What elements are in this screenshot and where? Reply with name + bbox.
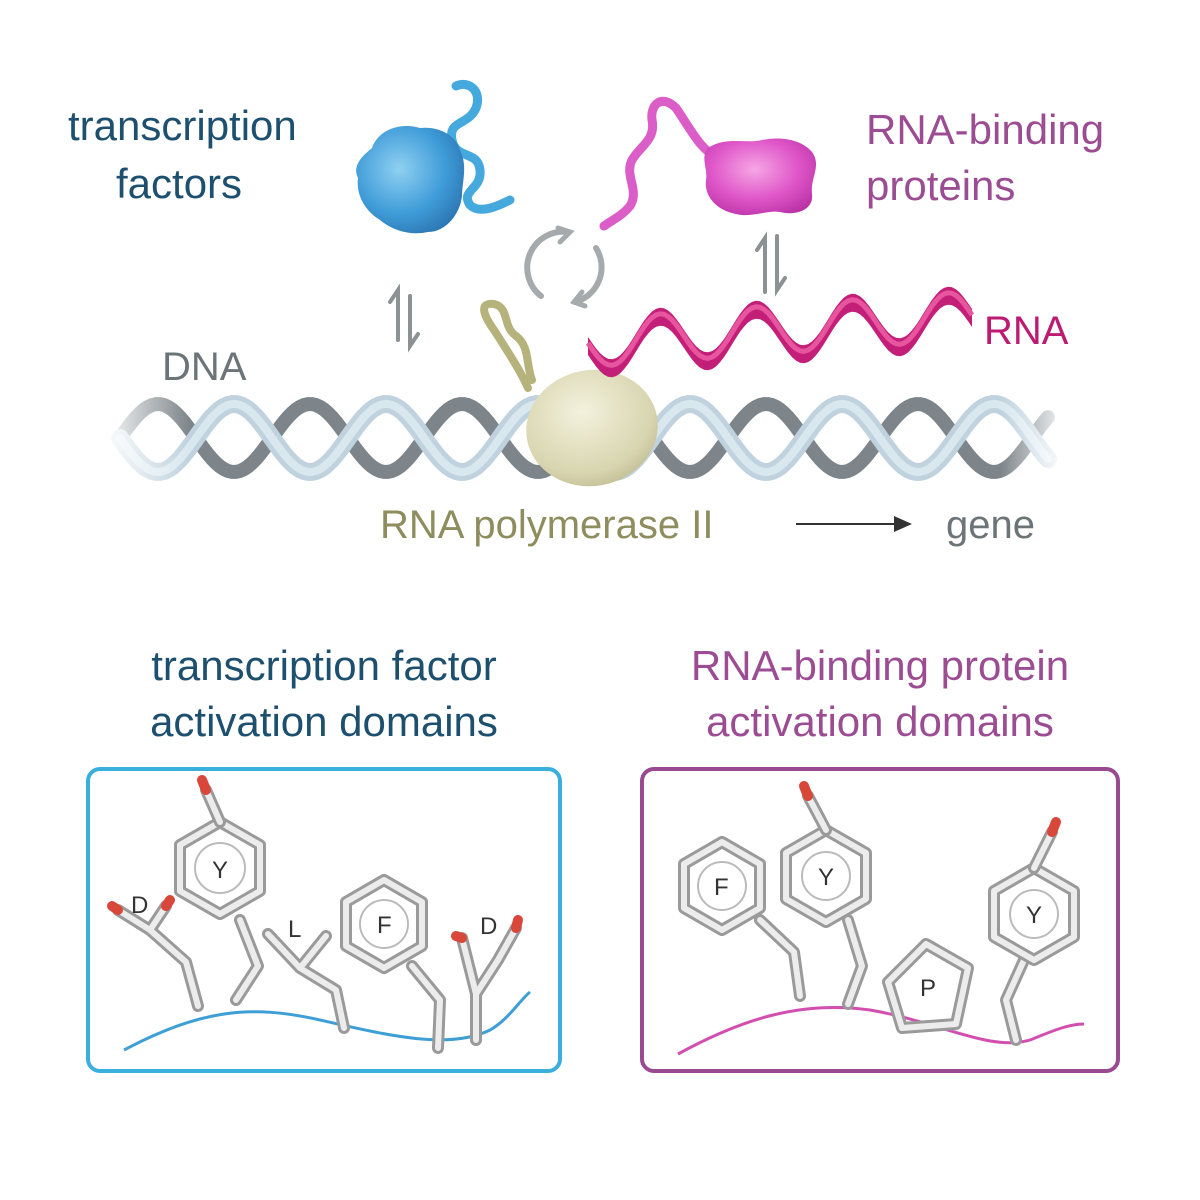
tf-activation-domain-box	[86, 767, 562, 1073]
rna-label: RNA	[984, 309, 1069, 353]
residue-label-f-rbp: F	[714, 874, 729, 901]
tf-label-line1: transcription	[68, 102, 297, 149]
rbp-activation-domain-box	[640, 767, 1120, 1073]
residue-label-d2: D	[480, 913, 497, 940]
rbp-residues	[678, 781, 1080, 1046]
tf-label-line2: factors	[116, 160, 242, 207]
left-title-line1: transcription factor	[151, 642, 496, 689]
rbp-binding-equilibrium-icon	[755, 231, 787, 297]
tf-binding-equilibrium-icon	[388, 283, 420, 353]
rbp-label-line1: RNA-binding	[866, 106, 1104, 153]
residue-label-p-rbp: P	[920, 975, 936, 1002]
tf-residues	[107, 775, 523, 1054]
polymerase-label: RNA polymerase II	[380, 503, 713, 547]
cycle-icon	[524, 225, 605, 309]
residue-label-y1-rbp: Y	[818, 864, 834, 891]
rbp-peptide-backbone	[677, 1005, 1085, 1056]
left-title-line2: activation domains	[150, 698, 498, 745]
gene-label: gene	[946, 503, 1035, 547]
rna-ribbon	[585, 286, 975, 378]
residue-label-f: F	[377, 912, 392, 939]
rna-polymerase-icon	[480, 299, 658, 487]
residue-label-l: L	[288, 916, 301, 943]
rna-binding-protein-icon	[599, 96, 817, 231]
right-title-line1: RNA-binding protein	[691, 642, 1069, 689]
rna-ribbon-highlight	[585, 290, 975, 368]
dna-label: DNA	[162, 345, 247, 389]
tf-peptide-backbone	[123, 990, 531, 1052]
residue-label-d1: D	[131, 892, 148, 919]
right-title-line2: activation domains	[706, 698, 1054, 745]
residue-label-y: Y	[212, 857, 228, 884]
transcription-factor-protein-icon	[356, 80, 515, 234]
rbp-label-line2: proteins	[866, 162, 1015, 209]
residue-label-y2-rbp: Y	[1026, 902, 1042, 929]
